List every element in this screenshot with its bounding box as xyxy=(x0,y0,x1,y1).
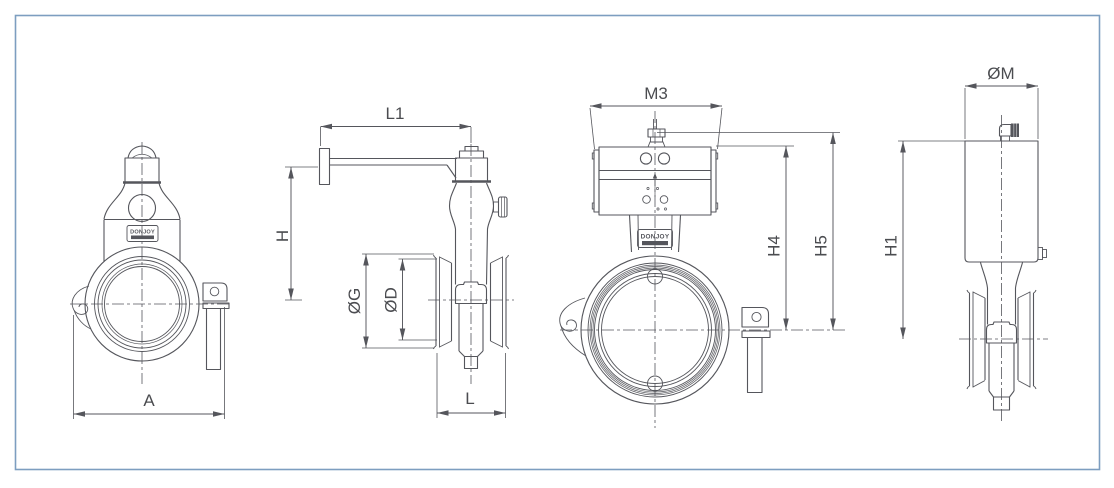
dimension-h5: H5 xyxy=(657,132,840,330)
ferrule-right xyxy=(489,254,509,350)
handle xyxy=(318,147,457,186)
brand-text: DONJOY xyxy=(641,234,670,241)
dim-label-h5: H5 xyxy=(812,235,831,257)
disc-hub xyxy=(985,321,1018,411)
side-nipple xyxy=(1037,247,1047,260)
dim-label-od: ØD xyxy=(382,287,401,313)
centerlines xyxy=(70,142,232,384)
brand-badge: DONJOY xyxy=(126,225,159,242)
dimension-h: H xyxy=(273,166,318,301)
brand-badge: DONJOY xyxy=(637,229,673,248)
air-fitting xyxy=(647,119,666,148)
dim-label-l1: L1 xyxy=(386,104,405,123)
valve-neck xyxy=(628,214,682,253)
view-side-actuated: ØM H1 xyxy=(882,64,1048,424)
dimension-h4: H4 xyxy=(716,145,794,330)
hinge-lug xyxy=(559,297,586,332)
dim-label-og: ØG xyxy=(345,288,364,314)
valve-body xyxy=(559,255,730,405)
disc-hub xyxy=(454,281,488,370)
view-front-manual: DONJOY A xyxy=(70,142,232,419)
dimension-om: ØM xyxy=(964,64,1039,139)
dim-label-a: A xyxy=(143,391,155,410)
hinge-lug xyxy=(71,285,90,315)
centerlines xyxy=(560,111,846,428)
dim-label-l: L xyxy=(465,389,474,408)
dim-label-h1: H1 xyxy=(882,235,901,257)
air-port xyxy=(657,152,671,165)
dimension-h1: H1 xyxy=(882,140,965,339)
dimension-l: L xyxy=(436,353,506,418)
actuator-cylinder xyxy=(964,123,1047,263)
valve-body xyxy=(71,145,200,362)
disc-pivot xyxy=(647,375,663,392)
brand-text: DONJOY xyxy=(130,230,155,236)
dim-label-h4: H4 xyxy=(765,235,784,257)
clamp-bolt xyxy=(202,282,230,371)
valve-head xyxy=(448,145,508,285)
ferrule-left xyxy=(966,289,986,390)
adjuster-knob xyxy=(493,196,508,218)
clamp-bolt xyxy=(741,306,771,394)
elbow-fitting xyxy=(998,123,1019,142)
dimension-od: ØD xyxy=(382,258,437,341)
dimension-og: ØG xyxy=(345,253,434,349)
drawing-border xyxy=(14,14,1101,471)
dim-label-om: ØM xyxy=(987,64,1014,83)
valve-neck xyxy=(979,262,1024,325)
dim-label-h: H xyxy=(273,230,292,242)
centerlines xyxy=(959,115,1048,424)
dimension-l1: L1 xyxy=(320,104,472,146)
view-side-handle: L1 H ØG ØD L xyxy=(273,104,514,418)
ferrule-right xyxy=(1017,289,1037,390)
dimension-a: A xyxy=(73,307,225,419)
dimension-m3: M3 xyxy=(589,84,723,150)
disc-pivot xyxy=(647,268,663,285)
actuator xyxy=(591,119,719,216)
centerlines xyxy=(428,144,514,384)
dim-label-m3: M3 xyxy=(644,84,668,103)
air-port xyxy=(639,152,653,165)
ferrule-left xyxy=(433,254,453,350)
view-front-actuated: DONJOY M3 xyxy=(559,84,846,428)
